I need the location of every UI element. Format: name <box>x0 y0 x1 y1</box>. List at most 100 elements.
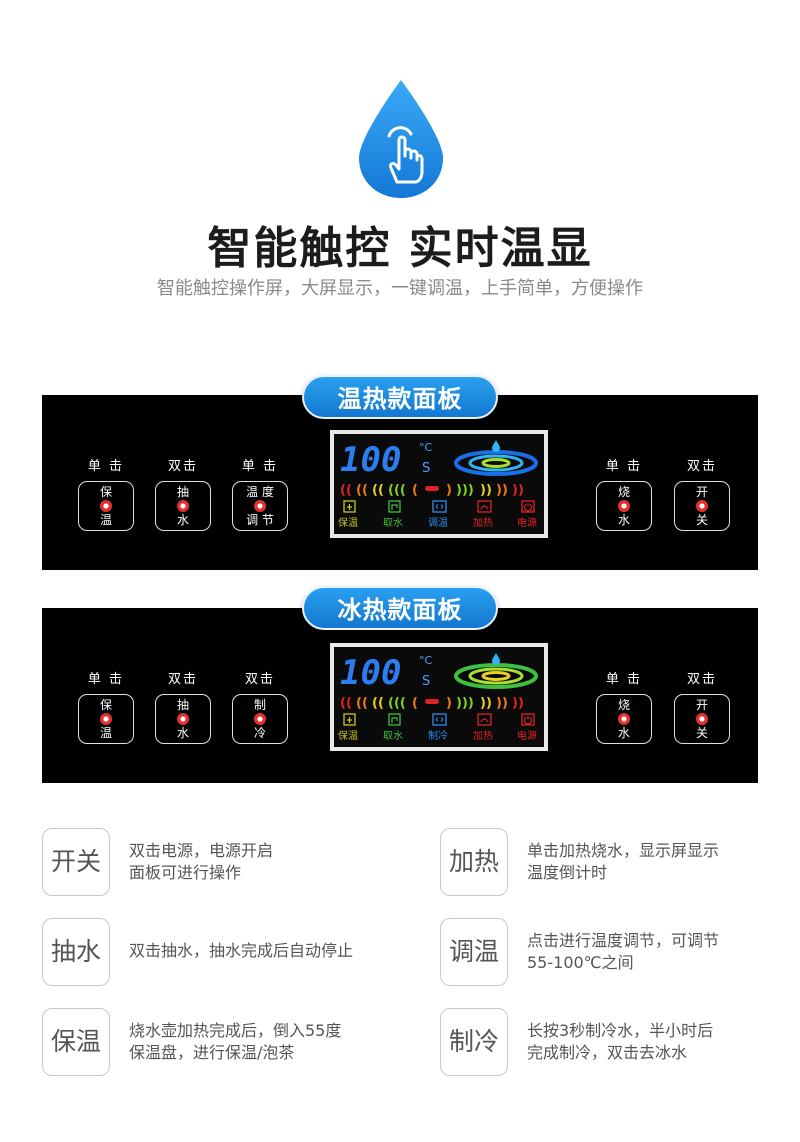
heating-icon: 加热 <box>473 713 493 742</box>
temperature-bar: (( (( (( ((( ( ) ))) )) )) )) <box>340 483 524 498</box>
temp-adjust-icon: 调温 <box>428 500 448 529</box>
svg-text:((: (( <box>372 483 384 498</box>
button-label-top: 保 <box>99 485 112 499</box>
feature-description: 双击电源，电源开启 面板可进行操作 <box>129 840 399 884</box>
display-label: 加热 <box>473 729 493 742</box>
svg-text:(((: ((( <box>388 483 406 498</box>
water-outlet-icon: 取水 <box>383 500 403 529</box>
svg-text:)): )) <box>512 696 524 711</box>
led-indicator-icon <box>696 713 708 725</box>
digit-display: 100 <box>340 440 401 480</box>
svg-text:((: (( <box>356 696 368 711</box>
svg-text:((: (( <box>340 483 352 498</box>
feature-description: 长按3秒制冷水，半小时后 完成制冷，双击去冰水 <box>527 1020 797 1064</box>
display-label: 制冷 <box>428 729 448 742</box>
svg-text:))): ))) <box>456 483 474 498</box>
button-label-top: 开 <box>695 698 708 712</box>
cold-hot-panel: 单 击 保 温 双击 抽 水 双击 制 冷 100 °C S <box>42 608 758 783</box>
svg-text:(: ( <box>412 696 418 711</box>
button-label-bottom: 水 <box>617 726 630 740</box>
pump-water-button-group: 双击 抽 水 <box>155 459 211 531</box>
feature-heating: 加热 单击加热烧水，显示屏显示 温度倒计时 <box>440 828 800 898</box>
button-caption: 单 击 <box>241 459 279 474</box>
led-indicator-icon <box>177 500 189 512</box>
display-label: 调温 <box>428 517 448 529</box>
svg-text:))): ))) <box>456 696 474 711</box>
button-label-top: 保 <box>99 698 112 712</box>
button-caption: 单 击 <box>87 672 125 687</box>
temp-adjust-button[interactable]: 温 度 调 节 <box>232 481 288 531</box>
feature-cooling: 制冷 长按3秒制冷水，半小时后 完成制冷，双击去冰水 <box>440 1008 800 1078</box>
display-label: 保温 <box>338 729 358 742</box>
feature-keep-warm: 保温 烧水壶加热完成后，倒入55度 保温盘，进行保温/泡茶 <box>42 1008 402 1078</box>
water-drop-touch-icon <box>359 80 443 198</box>
feature-line: 55-100℃之间 <box>527 953 634 972</box>
heating-icon: 加热 <box>473 500 493 529</box>
feature-description: 双击抽水，抽水完成后自动停止 <box>129 940 399 962</box>
feature-description: 烧水壶加热完成后，倒入55度 保温盘，进行保温/泡茶 <box>129 1020 399 1064</box>
svg-text:): ) <box>446 696 452 711</box>
led-indicator-icon <box>696 500 708 512</box>
water-ripple-icon <box>454 653 538 689</box>
svg-text:((: (( <box>372 696 384 711</box>
keep-warm-icon: 保温 <box>338 713 358 742</box>
display-label: 取水 <box>383 517 403 529</box>
temperature-digits: 100 <box>340 653 401 693</box>
button-caption: 双击 <box>686 672 717 687</box>
button-label-bottom: 水 <box>176 513 189 527</box>
power-button-group: 双击 开 关 <box>674 672 730 744</box>
page-title: 智能触控 实时温显 <box>207 223 593 274</box>
feature-label-box: 调温 <box>440 918 508 986</box>
button-caption: 单 击 <box>605 672 643 687</box>
cooling-button[interactable]: 制 冷 <box>232 694 288 744</box>
pump-water-button[interactable]: 抽 水 <box>155 481 211 531</box>
lcd-screen: 100 °C S (( (( (( ((( ( ) ))) )) )) <box>334 647 544 747</box>
button-label-top: 烧 <box>617 485 630 499</box>
unit-seconds: S <box>422 461 430 476</box>
display-label: 加热 <box>473 516 493 529</box>
feature-label-box: 制冷 <box>440 1008 508 1076</box>
power-button[interactable]: 开 关 <box>674 481 730 531</box>
feature-line: 长按3秒制冷水，半小时后 <box>527 1021 714 1040</box>
feature-pump-water: 抽水 双击抽水，抽水完成后自动停止 <box>42 918 402 988</box>
button-label-top: 抽 <box>176 698 189 712</box>
feature-description: 单击加热烧水，显示屏显示 温度倒计时 <box>527 840 797 884</box>
boil-water-button[interactable]: 烧 水 <box>596 694 652 744</box>
display-label: 电源 <box>517 729 537 742</box>
feature-line: 烧水壶加热完成后，倒入55度 <box>129 1021 342 1040</box>
svg-text:(: ( <box>412 483 418 498</box>
svg-text:(((: ((( <box>388 696 406 711</box>
button-label-bottom: 温 <box>99 726 112 740</box>
boil-water-button[interactable]: 烧 水 <box>596 481 652 531</box>
button-label-top: 温 度 <box>246 485 274 499</box>
svg-text:): ) <box>446 483 452 498</box>
svg-text:)): )) <box>496 696 508 711</box>
power-button[interactable]: 开 关 <box>674 694 730 744</box>
keep-warm-icon: 保温 <box>338 500 358 529</box>
digit-display: 100 <box>340 653 401 693</box>
temperature-bar: (( (( (( ((( ( ) ))) )) )) )) <box>340 696 524 711</box>
button-label-bottom: 温 <box>99 513 112 527</box>
cooling-icon: 制冷 <box>428 713 448 742</box>
button-label-top: 制 <box>253 698 266 712</box>
water-ripple-icon <box>454 440 538 476</box>
svg-text:((: (( <box>340 696 352 711</box>
feature-line: 完成制冷，双击去冰水 <box>527 1043 688 1062</box>
temperature-digits: 100 <box>340 440 401 480</box>
temp-adjust-button-group: 单 击 温 度 调 节 <box>232 459 288 531</box>
display-label: 电源 <box>517 516 537 529</box>
led-indicator-icon <box>618 713 630 725</box>
keep-warm-button[interactable]: 保 温 <box>78 481 134 531</box>
button-caption: 双击 <box>686 459 717 474</box>
button-label-bottom: 关 <box>695 513 708 527</box>
button-label-bottom: 关 <box>695 726 708 740</box>
keep-warm-button[interactable]: 保 温 <box>78 694 134 744</box>
led-indicator-icon <box>254 713 266 725</box>
button-label-top: 烧 <box>617 698 630 712</box>
button-label-bottom: 水 <box>176 726 189 740</box>
button-label-top: 抽 <box>176 485 189 499</box>
led-indicator-icon <box>254 500 266 512</box>
feature-description: 点击进行温度调节，可调节 55-100℃之间 <box>527 930 797 974</box>
pump-water-button[interactable]: 抽 水 <box>155 694 211 744</box>
water-outlet-icon: 取水 <box>383 713 403 742</box>
